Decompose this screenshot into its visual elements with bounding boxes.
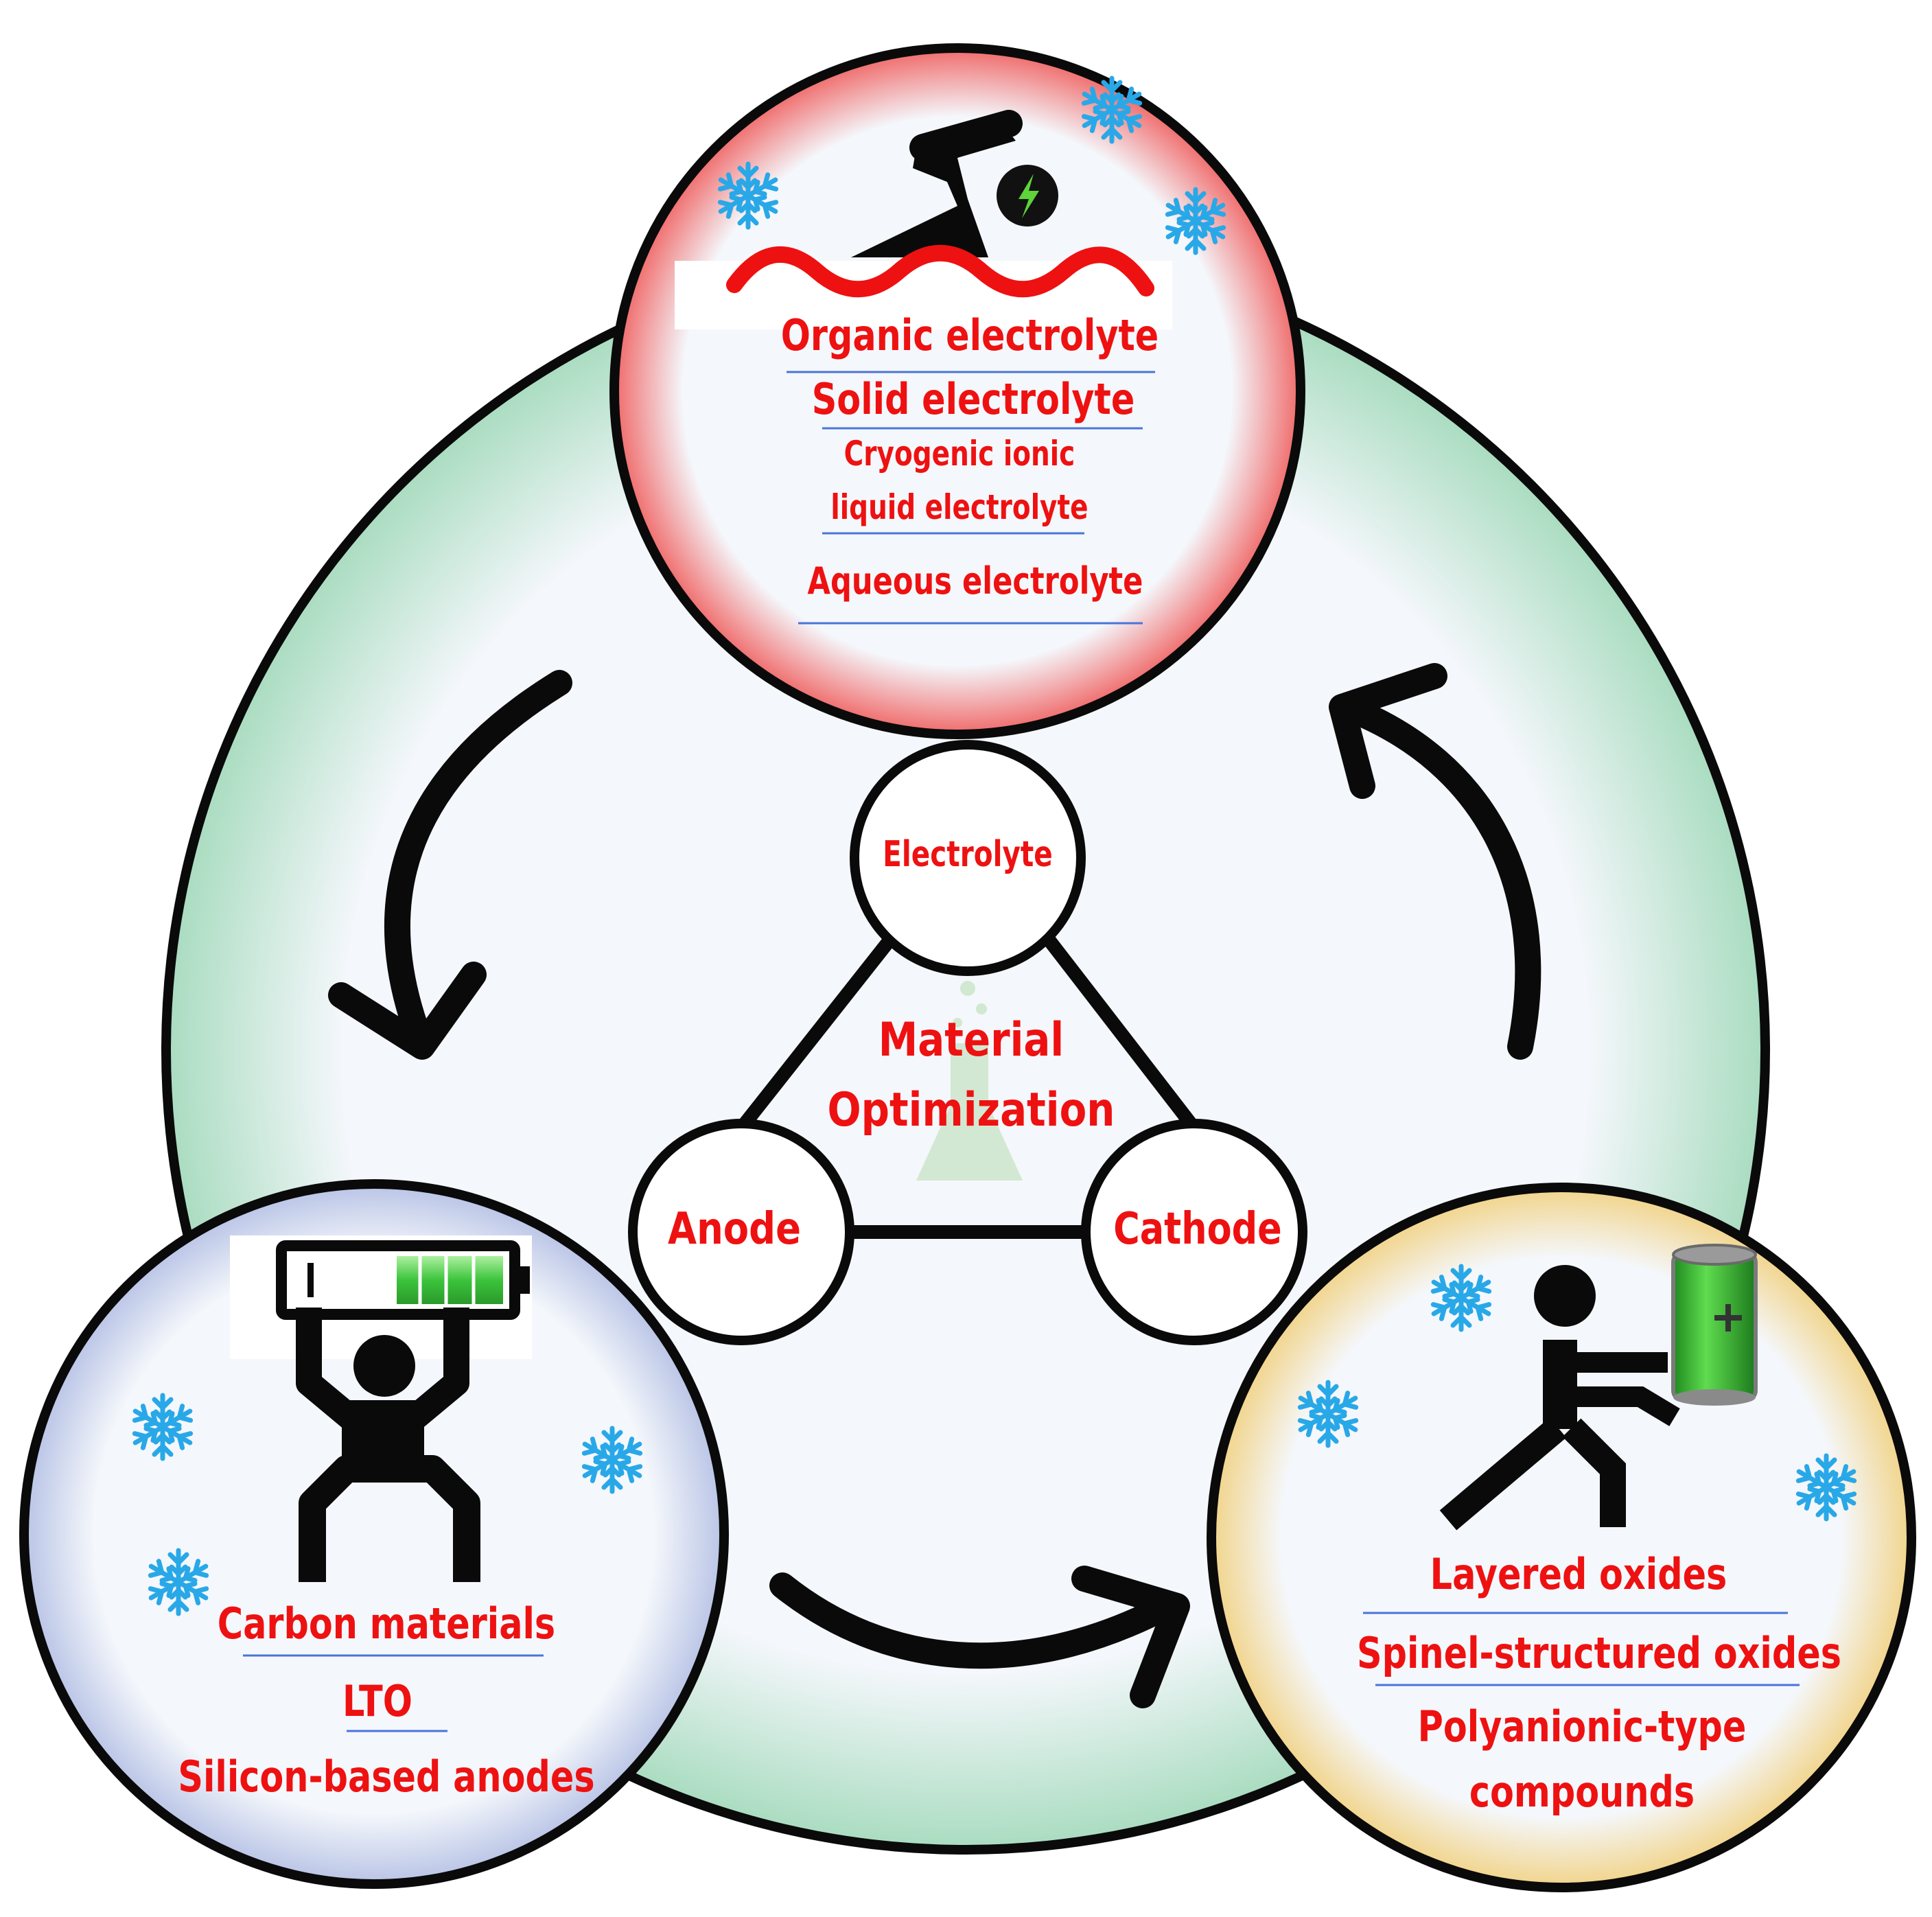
anode-item-silicon: Silicon-based anodes <box>178 1752 594 1802</box>
electrolyte-item-cryogenic-2: liquid electrolyte <box>830 487 1088 527</box>
center-title-line2: Optimization <box>828 1082 1115 1137</box>
node-electrolyte-label: Electrolyte <box>883 833 1053 874</box>
node-cathode-circle <box>1081 1119 1307 1345</box>
electrolyte-panel-circle <box>609 43 1305 739</box>
cathode-panel: Layered oxides Spinel-structured oxides … <box>1207 1183 1916 1892</box>
cathode-item-layered: Layered oxides <box>1430 1550 1727 1599</box>
anode-item-carbon: Carbon materials <box>218 1599 555 1649</box>
lightning-bolt-icon <box>1019 174 1039 218</box>
electrolyte-item-solid: Solid electrolyte <box>812 375 1135 424</box>
anode-item-lto: LTO <box>342 1677 412 1726</box>
cathode-item-polyanionic-2: compounds <box>1469 1767 1695 1817</box>
cathode-item-polyanionic-1: Polyanionic-type <box>1418 1702 1747 1752</box>
electrolyte-panel: Organic electrolyte Solid electrolyte Cr… <box>609 43 1305 739</box>
pushing-person-icon <box>1439 1265 1680 1531</box>
water-wave <box>726 244 1154 298</box>
electrolyte-item-organic: Organic electrolyte <box>781 311 1159 360</box>
battery-icon <box>276 1240 530 1320</box>
anode-panel: Carbon materials LTO Silicon-based anode… <box>19 1179 729 1889</box>
arrow-anode-to-cathode <box>769 1572 1180 1669</box>
arrow-head-right <box>1329 663 1447 799</box>
cycle-arrows <box>328 663 1541 1708</box>
electrolyte-item-cryogenic-1: Cryogenic ionic <box>844 433 1075 474</box>
cathode-item-spinel: Spinel-structured oxides <box>1357 1629 1841 1678</box>
arrow-electrolyte-to-anode <box>384 670 572 1049</box>
arrow-head-bottom <box>1071 1566 1190 1708</box>
arrow-head-left <box>328 962 487 1060</box>
node-cathode-label: Cathode <box>1113 1203 1282 1254</box>
arrow-cathode-to-electrolyte <box>1332 694 1541 1060</box>
anode-panel-circle <box>19 1179 729 1889</box>
battery-icon <box>1671 1244 1758 1406</box>
node-anode-label: Anode <box>668 1204 801 1255</box>
electrolyte-header-backdrop <box>675 261 1172 329</box>
center-title-line1: Material <box>878 1012 1064 1067</box>
node-electrolyte-circle <box>850 740 1086 976</box>
swimmer-icon <box>851 110 1058 257</box>
weightlifter-icon <box>296 1308 480 1582</box>
material-triangle <box>731 930 1204 1239</box>
node-anode-circle <box>628 1119 854 1345</box>
flask-icon <box>916 981 1023 1181</box>
electrolyte-item-aqueous: Aqueous electrolyte <box>808 559 1143 603</box>
